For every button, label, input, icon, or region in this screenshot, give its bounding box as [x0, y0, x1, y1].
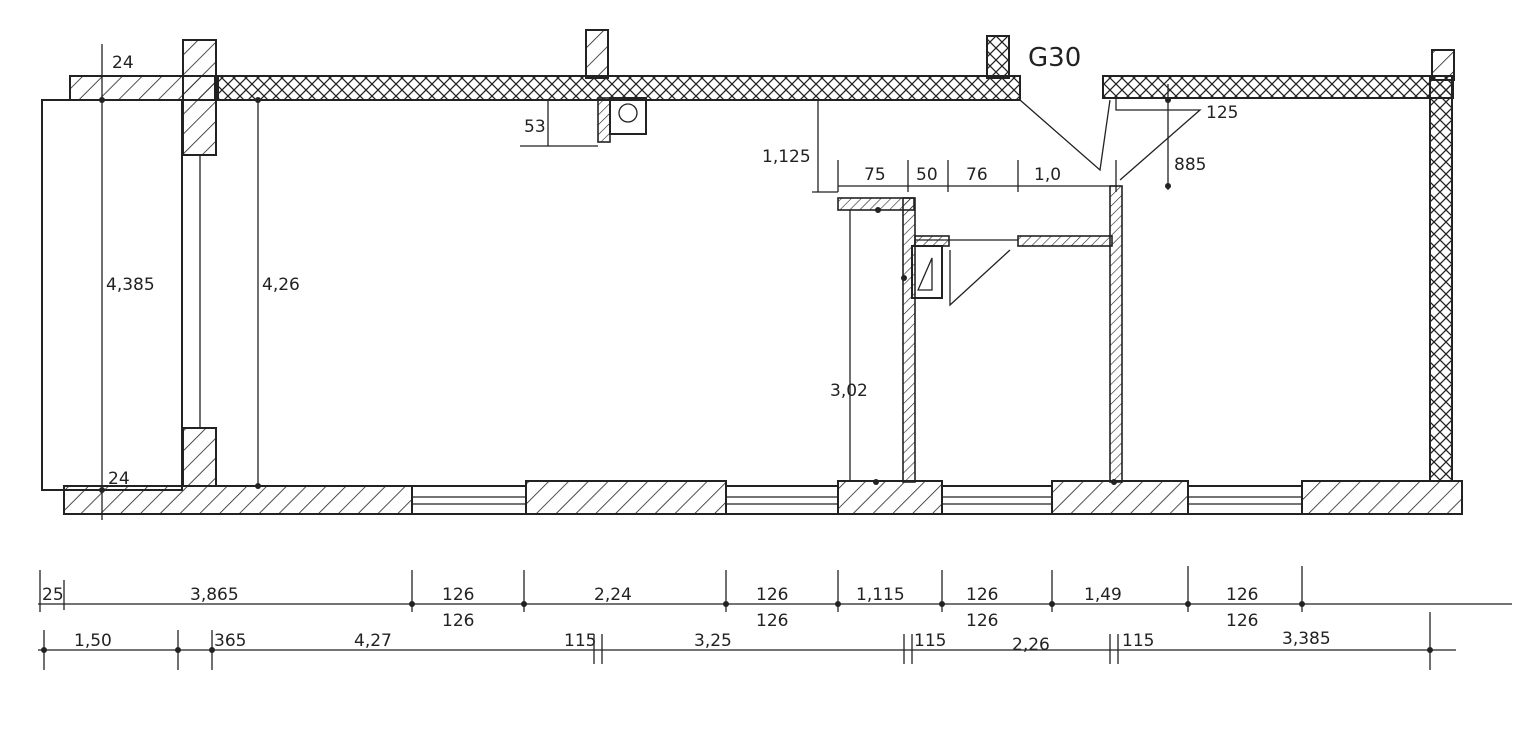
row2-dim-115-c: 115	[1122, 631, 1154, 651]
interior-walls	[837, 185, 1123, 483]
dim-label-10: 1,0	[1034, 165, 1061, 185]
row2-dim-365: 365	[214, 631, 246, 651]
dim-label-75: 75	[864, 165, 886, 185]
row1-dim-25: 25	[42, 585, 64, 605]
dimension-row-2: 1,50 365 4,27 115 3,25 115 2,26 115 3,38…	[38, 612, 1456, 670]
dim-label-302: 3,02	[830, 381, 868, 401]
row1-dim-224: 2,24	[594, 585, 632, 605]
plan-labels: G30 24 24 4,385 4,26 53 1,125 75 50 76 1…	[106, 43, 1238, 489]
row1-dim-126-b: 126	[442, 611, 474, 631]
row1-dim-126-g: 126	[1226, 585, 1258, 605]
top-wall	[69, 29, 1455, 482]
dim-label-top-24: 24	[112, 53, 134, 73]
row2-dim-150: 1,50	[74, 631, 112, 651]
dim-label-76: 76	[966, 165, 988, 185]
fire-rating-label: G30	[1028, 43, 1081, 73]
row1-dim-126-e: 126	[966, 585, 998, 605]
row1-dim-126-c: 126	[756, 585, 788, 605]
row1-dim-126-f: 126	[966, 611, 998, 631]
left-balcony	[41, 99, 217, 491]
dim-label-885: 885	[1174, 155, 1206, 175]
row1-dim-126-d: 126	[756, 611, 788, 631]
row2-dim-115-a: 115	[564, 631, 596, 651]
row1-dim-149: 1,49	[1084, 585, 1122, 605]
internal-dimensions	[99, 44, 1171, 520]
dim-label-426: 4,26	[262, 275, 300, 295]
row1-dim-126-a: 126	[442, 585, 474, 605]
chimney-symbol	[547, 97, 647, 147]
row2-dim-115-b: 115	[914, 631, 946, 651]
dim-label-53: 53	[524, 117, 546, 137]
dim-label-125: 125	[1206, 103, 1238, 123]
dim-label-1125: 1,125	[762, 147, 811, 167]
row1-dim-1115: 1,115	[856, 585, 905, 605]
row1-dim-3865: 3,865	[190, 585, 239, 605]
bottom-wall	[63, 480, 1463, 515]
row2-dim-325: 3,25	[694, 631, 732, 651]
dim-label-4385: 4,385	[106, 275, 155, 295]
entrance-door	[1019, 98, 1202, 181]
dimension-row-1: 25 3,865 126 126 2,24 126 126 1,115 126 …	[38, 566, 1512, 631]
row2-dim-3385: 3,385	[1282, 629, 1331, 649]
dim-label-bottom-24: 24	[108, 469, 130, 489]
row2-dim-226: 2,26	[1012, 635, 1050, 655]
dim-label-50: 50	[916, 165, 938, 185]
row1-dim-126-h: 126	[1226, 611, 1258, 631]
row2-dim-427: 4,27	[354, 631, 392, 651]
